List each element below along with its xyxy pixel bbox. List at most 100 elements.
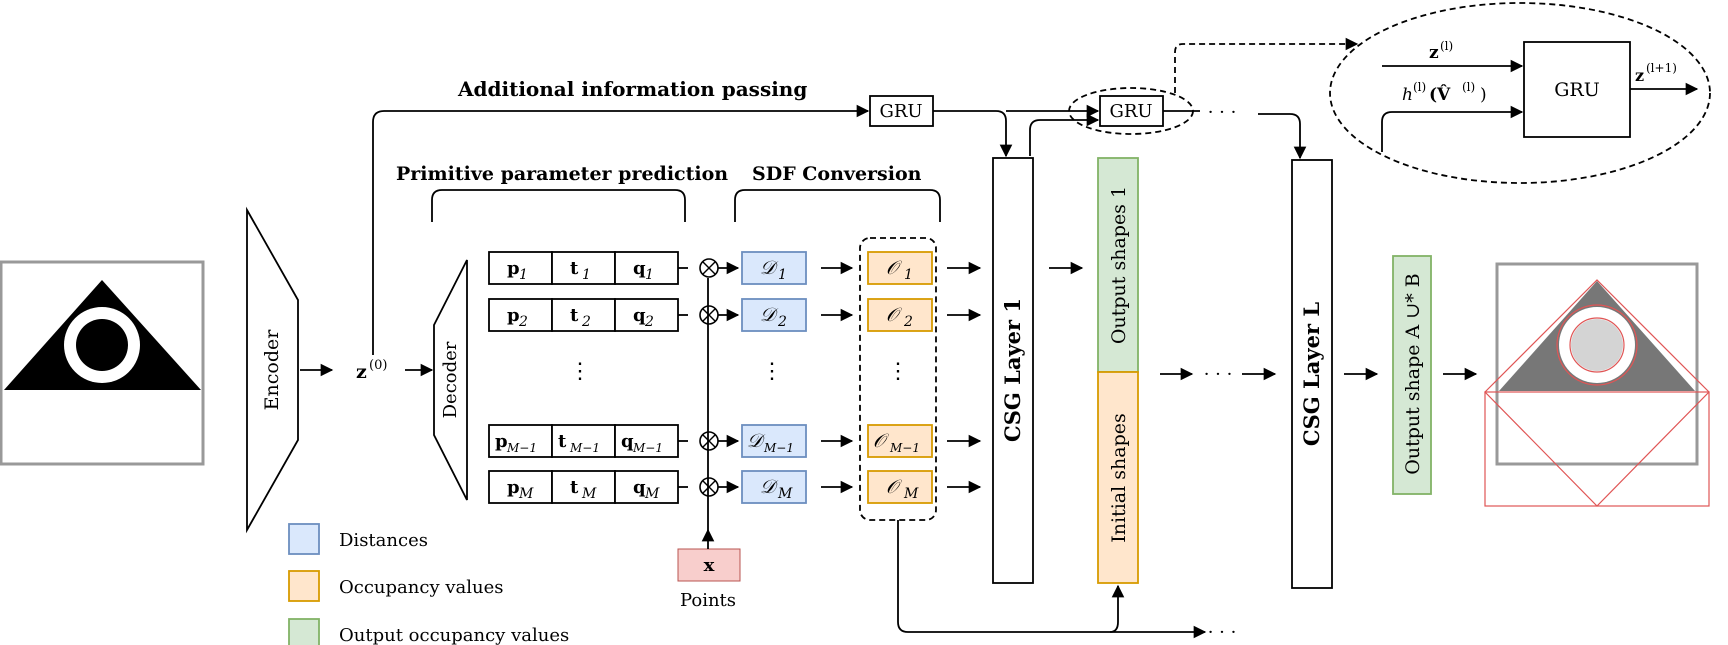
param-cell-q <box>614 424 679 458</box>
encoder-label: Encoder <box>261 329 283 411</box>
gru-box-1-label: GRU <box>879 101 922 122</box>
gru-box-2-label: GRU <box>1109 101 1152 122</box>
occupancy-subscript: 1 <box>904 267 913 283</box>
gru-detail-box <box>1523 41 1631 138</box>
distance-subscript: 2 <box>777 314 787 330</box>
param-q-symbol: q <box>633 305 646 326</box>
svg-text:(l+1): (l+1) <box>1646 61 1677 75</box>
initial-shapes-label: Initial shapes <box>1108 413 1130 542</box>
gru-detail: z (l) h (l) (V̂ (l) ) GRU z (l+1) <box>1329 2 1711 184</box>
legend-swatch <box>288 618 320 645</box>
param-q-subscript: 1 <box>645 267 654 283</box>
line-csg1-to-gru2 <box>1029 113 1100 156</box>
param-q-subscript: M−1 <box>632 441 663 455</box>
ellipsis-params: ⋮ <box>569 359 591 384</box>
param-p-subscript: 2 <box>518 314 528 330</box>
distance-symbol: 𝒟 <box>760 476 779 498</box>
distance-symbol: 𝒟 <box>747 430 766 452</box>
decoder-label: Decoder <box>440 341 461 418</box>
csg-layer-L <box>1291 159 1333 589</box>
ellipsis-bottom: · · · <box>1208 622 1237 643</box>
gru-box-2 <box>1099 95 1164 127</box>
output-shapes-1-label: Output shapes 1 <box>1108 186 1130 344</box>
points-var: x <box>704 555 715 576</box>
csg-layer-1-label: CSG Layer 1 <box>1000 298 1025 442</box>
svg-text:z: z <box>1635 66 1644 85</box>
ellipsis-mid: · · · <box>1204 364 1233 385</box>
line-to-initial-shapes <box>1109 584 1125 633</box>
points-label: Points <box>680 590 736 611</box>
svg-text:h: h <box>1402 85 1413 105</box>
primitive-pred-brace <box>431 189 686 222</box>
svg-text:z: z <box>356 361 367 383</box>
distance-symbol: 𝒟 <box>760 304 779 326</box>
distance-subscript: M−1 <box>763 441 794 455</box>
decoder: Decoder <box>433 259 468 501</box>
zoom-connector <box>1174 37 1359 93</box>
output-shapes-1-box <box>1097 157 1139 373</box>
param-p-subscript: M <box>518 486 534 502</box>
initial-shapes-box <box>1097 371 1139 584</box>
gru-detail-ellipse <box>1329 2 1711 184</box>
param-q-symbol: q <box>621 431 634 452</box>
occupancy-box <box>867 424 933 458</box>
param-q-subscript: 2 <box>644 314 654 330</box>
param-cell-q <box>614 470 679 504</box>
svg-text:(l): (l) <box>1413 80 1426 94</box>
svg-text:z: z <box>1429 43 1439 63</box>
distance-subscript: 1 <box>778 267 787 283</box>
multiply-cross-b <box>702 434 716 448</box>
param-p-symbol: p <box>507 477 520 498</box>
legend-label: Occupancy values <box>339 577 503 598</box>
output-shape-final-box <box>1392 255 1432 495</box>
param-p-symbol: p <box>507 258 520 279</box>
svg-text:): ) <box>1480 85 1487 105</box>
param-q-subscript: M <box>644 486 660 502</box>
output-image <box>1484 262 1710 507</box>
sdf-conversion-brace <box>734 189 941 222</box>
legend-label: Output occupancy values <box>339 625 569 645</box>
distance-box <box>741 470 807 504</box>
svg-text:GRU: GRU <box>1554 79 1600 101</box>
distance-box <box>741 424 807 458</box>
param-cell-q <box>614 298 679 332</box>
param-t-subscript: M <box>581 486 597 502</box>
param-cell-q <box>614 251 679 285</box>
param-q-symbol: q <box>633 258 646 279</box>
param-p-subscript: 1 <box>519 267 528 283</box>
latent-vector: z (0) <box>356 358 387 383</box>
param-t-subscript: 2 <box>581 314 591 330</box>
svg-text:(V̂: (V̂ <box>1429 85 1451 105</box>
multiply-cross-b <box>702 308 716 322</box>
svg-text:(l): (l) <box>1440 39 1453 53</box>
points-box <box>677 548 741 582</box>
legend-swatch <box>288 570 320 602</box>
gru-box-1 <box>869 95 934 127</box>
csg-layer-L-label: CSG Layer L <box>1299 302 1324 446</box>
output-shape-final-label: Output shape A ∪* B <box>1402 273 1424 474</box>
occupancy-box <box>867 470 933 504</box>
primitive-pred-label: Primitive parameter prediction <box>396 163 728 185</box>
legend-label: Distances <box>339 530 428 551</box>
line-to-csgL <box>1258 113 1307 160</box>
param-q-symbol: q <box>633 477 646 498</box>
svg-text:(0): (0) <box>369 358 387 373</box>
additional-info-label: Additional information passing <box>457 77 807 101</box>
param-t-symbol: t <box>570 477 579 498</box>
occupancy-box <box>867 251 933 285</box>
input-image <box>0 260 205 466</box>
occupancy-subscript: M−1 <box>889 441 920 455</box>
param-cell-p <box>488 470 553 504</box>
csg-layer-1 <box>992 157 1034 584</box>
line-occupancy-bottom <box>897 520 1207 639</box>
ellipsis-distances: ⋮ <box>761 359 783 384</box>
param-cell-p <box>488 298 553 332</box>
sdf-conversion-label: SDF Conversion <box>752 163 922 185</box>
occupancy-subscript: 2 <box>903 314 913 330</box>
distance-box <box>741 298 807 332</box>
